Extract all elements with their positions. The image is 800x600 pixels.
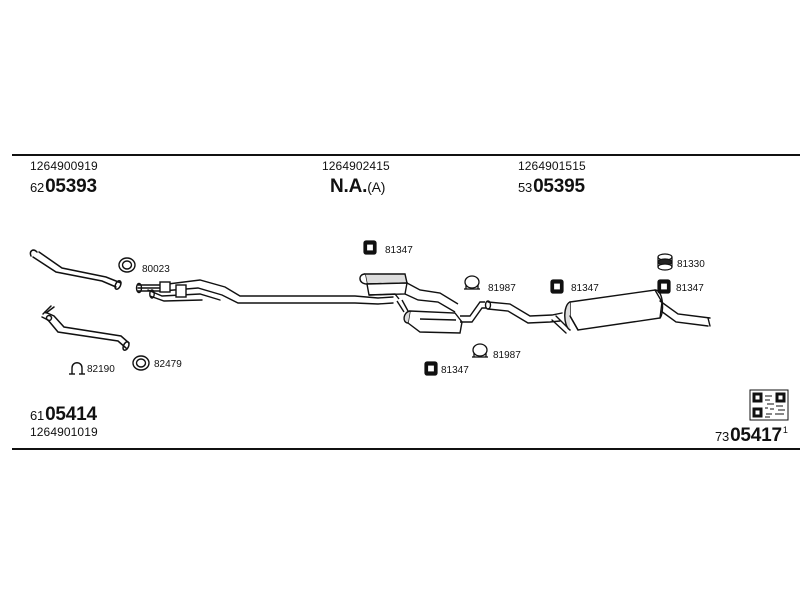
bottom-left-code: 05414 [45, 404, 97, 425]
front-pipe-lower [41, 305, 130, 351]
callout-81347-right2: 81347 [676, 283, 704, 294]
center-mufflers [359, 273, 486, 334]
top-left-code-line: 6205393 [30, 177, 98, 196]
top-right-prefix: 53 [518, 180, 533, 195]
top-left-code: 05393 [45, 176, 97, 197]
hanger-81347-top-icon [363, 240, 377, 255]
top-right-code-line: 5305395 [518, 177, 586, 196]
top-right-ref: 1264901515 [518, 159, 586, 173]
callout-80023: 80023 [142, 264, 170, 275]
bottom-left-code-line: 6105414 [30, 405, 98, 424]
top-center-label: 1264902415 N.A.(A) [322, 160, 390, 196]
bottom-right-suffix: 1 [782, 425, 788, 435]
callout-81987-bottom: 81987 [493, 350, 521, 361]
bottom-right-code: 05417 [730, 425, 782, 446]
rubber-stack-81330-icon [657, 253, 673, 271]
ring-82479-icon [132, 355, 150, 371]
u-bolt-82190-icon [69, 362, 85, 375]
top-left-prefix: 62 [30, 180, 45, 195]
clamp-81987-bottom-icon [472, 343, 488, 358]
callout-81347-right1: 81347 [571, 283, 599, 294]
top-center-code: N.A. [330, 176, 368, 197]
bottom-right-code-line: 73054171 [715, 425, 788, 446]
callout-81987-top: 81987 [488, 283, 516, 294]
bottom-rule [12, 448, 800, 450]
callout-81347-top: 81347 [385, 245, 413, 256]
top-center-code-line: N.A.(A) [330, 177, 390, 196]
hanger-81347-right2-icon [657, 279, 671, 294]
intermediate-pipe [135, 279, 394, 305]
callout-82190: 82190 [87, 364, 115, 375]
top-center-note: (A) [367, 179, 386, 195]
top-right-code: 05395 [533, 176, 585, 197]
top-rule [12, 154, 800, 156]
bottom-right-prefix: 73 [715, 429, 730, 444]
top-right-label: 1264901515 5305395 [518, 160, 586, 196]
top-center-ref: 1264902415 [322, 159, 390, 173]
front-pipe-upper [29, 249, 122, 290]
bottom-left-label: 6105414 1264901019 [30, 405, 98, 438]
hanger-81347-right1-icon [550, 279, 564, 294]
bottom-left-prefix: 61 [30, 408, 45, 423]
top-left-ref: 1264900919 [30, 159, 98, 173]
rear-section [484, 289, 711, 334]
top-left-label: 1264900919 6205393 [30, 160, 98, 196]
callout-81330: 81330 [677, 259, 705, 270]
qr-code-icon [749, 389, 789, 421]
hanger-81347-bottom-icon [424, 361, 438, 376]
ring-80023-icon [118, 257, 136, 273]
bottom-right-label: 73054171 [715, 425, 788, 446]
callout-81347-bottom: 81347 [441, 365, 469, 376]
bottom-left-ref: 1264901019 [30, 425, 98, 439]
callout-82479: 82479 [154, 359, 182, 370]
clamp-81987-top-icon [464, 275, 480, 290]
